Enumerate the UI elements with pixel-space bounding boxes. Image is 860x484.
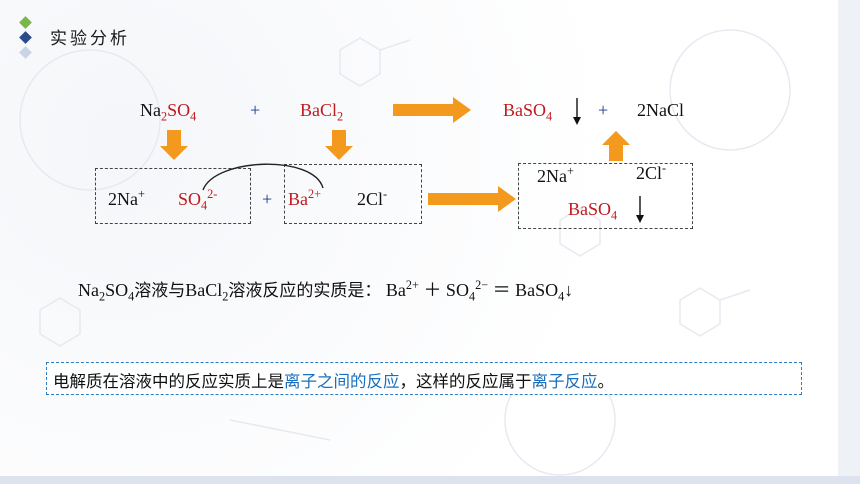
ion-ba: Ba2+ xyxy=(288,187,322,209)
bullet-diamond-light xyxy=(19,46,32,59)
bottom-edge-band xyxy=(0,476,860,484)
combination-arc xyxy=(202,163,324,191)
spectator-cl: 2Cl- xyxy=(636,161,667,183)
conclusion-box: 电解质在溶液中的反应实质上是离子之间的反应，这样的反应属于离子反应。 xyxy=(46,362,802,395)
precipitate-arrow-icon xyxy=(573,98,581,125)
arrow-right-icon xyxy=(393,97,471,123)
right-edge-band xyxy=(838,0,860,484)
arrow-up-icon xyxy=(602,131,630,161)
ion-cl: 2Cl- xyxy=(357,187,388,209)
reactant-na2so4: Na2SO4 xyxy=(140,100,197,124)
ion-box-bacl2 xyxy=(284,164,422,224)
reactant-bacl2: BaCl2 xyxy=(300,100,344,124)
conclusion-text: 电解质在溶液中的反应实质上是离子之间的反应，这样的反应属于离子反应。 xyxy=(53,372,614,391)
bullet-diamond-navy xyxy=(19,31,32,44)
section-title: 实验分析 xyxy=(50,29,130,49)
product-baso4: BaSO4 xyxy=(503,100,553,124)
arrow-down-icon xyxy=(325,130,353,160)
ion-na: 2Na+ xyxy=(108,187,145,209)
ion-so4: SO42- xyxy=(178,187,218,213)
highlight-ion-reaction-between: 离子之间的反应 xyxy=(284,372,400,391)
bullet-diamond-green xyxy=(19,16,32,29)
arrow-down-icon xyxy=(160,130,188,160)
plus-sign-ions: + xyxy=(262,189,273,209)
arrow-right-icon xyxy=(428,186,516,212)
plus-sign-1: + xyxy=(250,100,261,120)
product-ion-box xyxy=(518,163,693,229)
ion-box-na2so4 xyxy=(95,168,251,224)
product-nacl: 2NaCl xyxy=(637,100,684,120)
highlight-ionic-reaction: 离子反应 xyxy=(531,372,598,391)
reaction-essence-line: Na2SO4溶液与BaCl2溶液反应的实质是： Ba2+ ＋ SO42− ＝ B… xyxy=(78,278,574,304)
spectator-na: 2Na+ xyxy=(537,164,574,186)
precipitate-arrow-icon xyxy=(636,196,644,223)
plus-sign-2: + xyxy=(598,100,609,120)
precipitate-baso4: BaSO4 xyxy=(568,199,618,223)
